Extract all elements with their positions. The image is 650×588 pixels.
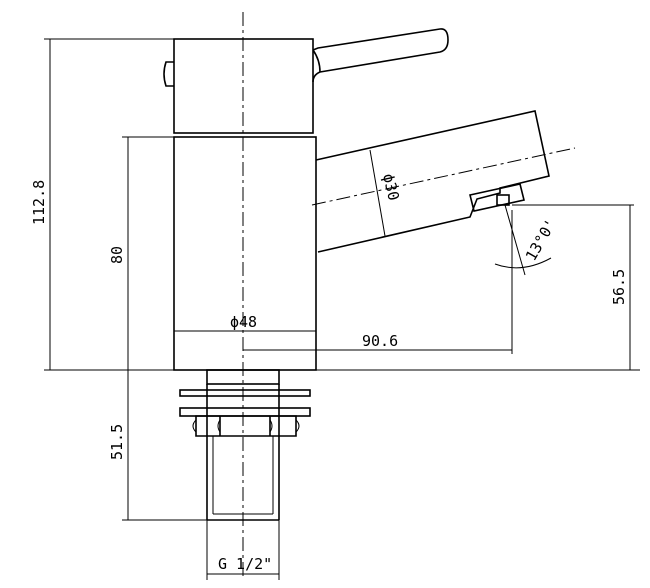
label-spout-angle: 13°0' [522,216,560,264]
label-shank-length: 51.5 [108,424,126,460]
aerator-tip [496,194,510,206]
angle-arc [494,257,552,269]
angle-leg [504,204,526,276]
label-body-diameter: ϕ48 [230,313,257,331]
label-spout-reach: 90.6 [362,332,398,350]
lock-nut [195,415,297,437]
label-body-height: 80 [108,246,126,264]
label-spout-diameter: ϕ30 [379,172,403,202]
label-overall-height: 112.8 [30,180,48,225]
handle-knob [163,61,174,87]
label-spout-height: 56.5 [610,269,628,305]
spout [315,110,550,253]
center-lines [242,12,576,576]
faucet-outline [163,28,550,521]
label-thread: G 1/2" [218,555,272,573]
lever-joint [312,49,321,73]
washer-upper [179,389,311,397]
lever-handle [312,28,449,83]
spout-section [369,149,386,237]
main-body [173,136,317,371]
aerator [469,183,525,212]
dimensions: 112.8 80 ϕ48 90.6 ϕ30 13°0' 56.5 51.5 G … [30,38,640,580]
spout-centerline [311,147,576,206]
washer-lower [179,407,311,417]
nut-chamfer [192,419,300,433]
